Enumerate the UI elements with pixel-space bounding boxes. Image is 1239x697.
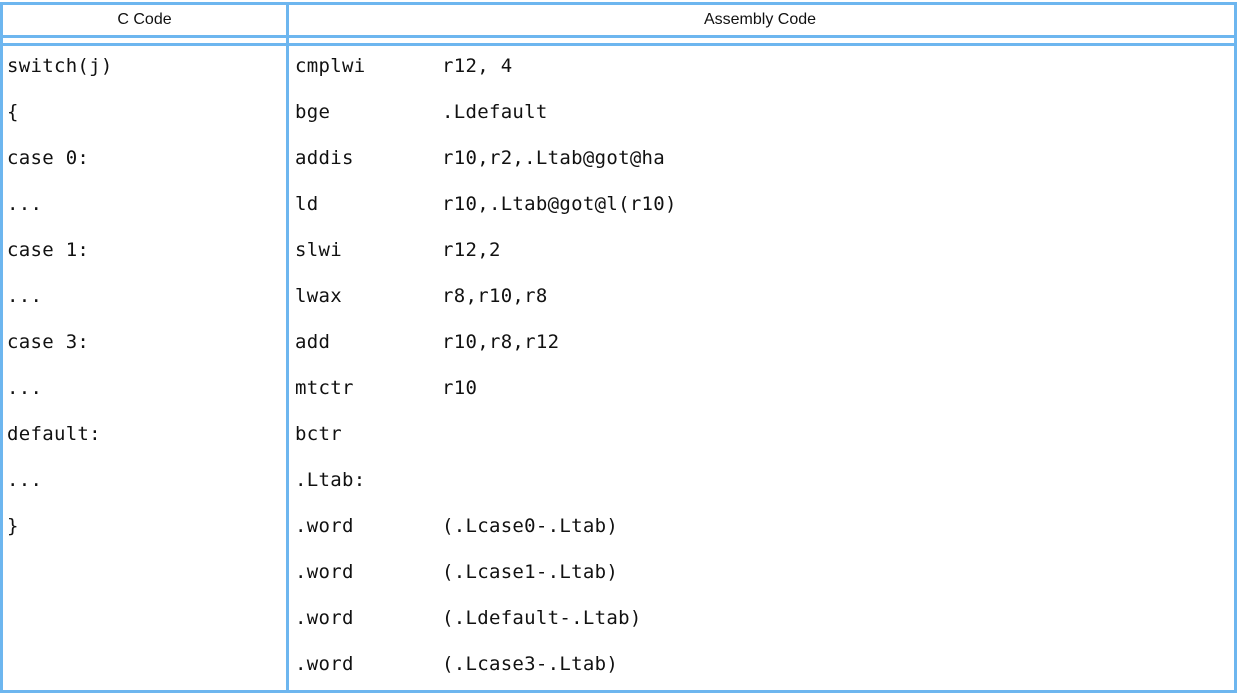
assembly-mnemonic: mtctr bbox=[295, 377, 354, 399]
table-row: .word (.Lcase3-.Ltab) bbox=[3, 644, 1234, 690]
c-code-cell: default: bbox=[7, 423, 101, 445]
assembly-mnemonic: addis bbox=[295, 147, 354, 169]
c-code-cell: ... bbox=[7, 285, 43, 307]
assembly-operands: r12,2 bbox=[442, 239, 501, 261]
table-row: case 1: slwi r12,2 bbox=[3, 230, 1234, 276]
assembly-operands: r8,r10,r8 bbox=[442, 285, 548, 307]
header-c-code: C Code bbox=[117, 11, 172, 28]
header-assembly-code: Assembly Code bbox=[703, 11, 817, 28]
c-code-cell: case 3: bbox=[7, 331, 90, 353]
table-header-row: C Code Assembly Code bbox=[3, 5, 1234, 35]
c-code-cell: ... bbox=[7, 193, 43, 215]
header-separator-line-top bbox=[3, 35, 1234, 38]
assembly-cell: lwax r8,r10,r8 bbox=[286, 285, 1234, 307]
table-row: ... .Ltab: bbox=[3, 460, 1234, 506]
column-divider bbox=[286, 5, 289, 690]
assembly-cell: .word (.Lcase0-.Ltab) bbox=[286, 515, 1234, 537]
assembly-cell: add r10,r8,r12 bbox=[286, 331, 1234, 353]
header-separator-gap bbox=[3, 38, 1234, 43]
assembly-operands: (.Lcase0-.Ltab) bbox=[442, 515, 619, 537]
assembly-cell: mtctr r10 bbox=[286, 377, 1234, 399]
assembly-cell: addis r10,r2,.Ltab@got@ha bbox=[286, 147, 1234, 169]
c-code-cell: } bbox=[7, 515, 19, 537]
table-row: default: bctr bbox=[3, 414, 1234, 460]
c-code-cell: case 1: bbox=[7, 239, 90, 261]
assembly-operands: .Ldefault bbox=[442, 101, 548, 123]
assembly-operands bbox=[442, 469, 1234, 491]
assembly-mnemonic: .Ltab: bbox=[295, 469, 366, 491]
assembly-operands: (.Ldefault-.Ltab) bbox=[442, 607, 642, 629]
assembly-cell: cmplwi r12, 4 bbox=[286, 55, 1234, 77]
table-row: .word (.Lcase1-.Ltab) bbox=[3, 552, 1234, 598]
assembly-cell: .word (.Lcase3-.Ltab) bbox=[286, 653, 1234, 675]
assembly-cell: ld r10,.Ltab@got@l(r10) bbox=[286, 193, 1234, 215]
assembly-operands: r10 bbox=[442, 377, 478, 399]
assembly-mnemonic: slwi bbox=[295, 239, 342, 261]
assembly-mnemonic: cmplwi bbox=[295, 55, 366, 77]
table-row: switch(j) cmplwi r12, 4 bbox=[3, 46, 1234, 92]
assembly-mnemonic: add bbox=[295, 331, 331, 353]
assembly-mnemonic: bctr bbox=[295, 423, 342, 445]
assembly-mnemonic: lwax bbox=[295, 285, 342, 307]
assembly-operands: r12, 4 bbox=[442, 55, 513, 77]
table-row: case 3: add r10,r8,r12 bbox=[3, 322, 1234, 368]
assembly-operands: r10,r8,r12 bbox=[442, 331, 560, 353]
assembly-operands: r10,r2,.Ltab@got@ha bbox=[442, 147, 666, 169]
assembly-cell: .Ltab: bbox=[286, 469, 1234, 491]
assembly-mnemonic: bge bbox=[295, 101, 331, 123]
table-row: ... mtctr r10 bbox=[3, 368, 1234, 414]
assembly-cell: .word (.Lcase1-.Ltab) bbox=[286, 561, 1234, 583]
assembly-cell: bctr bbox=[286, 423, 1234, 445]
c-code-cell: ... bbox=[7, 377, 43, 399]
c-code-cell: ... bbox=[7, 469, 43, 491]
assembly-cell: .word (.Ldefault-.Ltab) bbox=[286, 607, 1234, 629]
c-code-cell: case 0: bbox=[7, 147, 90, 169]
assembly-operands: (.Lcase3-.Ltab) bbox=[442, 653, 619, 675]
table-row: { bge .Ldefault bbox=[3, 92, 1234, 138]
header-separator-line-bottom bbox=[3, 43, 1234, 46]
table-body: switch(j) cmplwi r12, 4 { bge .Ldefault … bbox=[3, 46, 1234, 690]
assembly-operands: r10,.Ltab@got@l(r10) bbox=[442, 193, 677, 215]
assembly-mnemonic: ld bbox=[295, 193, 319, 215]
c-code-cell: { bbox=[7, 101, 19, 123]
assembly-mnemonic: .word bbox=[295, 515, 354, 537]
assembly-mnemonic: .word bbox=[295, 653, 354, 675]
assembly-mnemonic: .word bbox=[295, 561, 354, 583]
assembly-cell: bge .Ldefault bbox=[286, 101, 1234, 123]
table-row: } .word (.Lcase0-.Ltab) bbox=[3, 506, 1234, 552]
table-row: ... ld r10,.Ltab@got@l(r10) bbox=[3, 184, 1234, 230]
assembly-operands bbox=[442, 423, 1234, 445]
assembly-mnemonic: .word bbox=[295, 607, 354, 629]
table-row: .word (.Ldefault-.Ltab) bbox=[3, 598, 1234, 644]
c-code-cell: switch(j) bbox=[7, 55, 113, 77]
table-row: case 0: addis r10,r2,.Ltab@got@ha bbox=[3, 138, 1234, 184]
assembly-operands: (.Lcase1-.Ltab) bbox=[442, 561, 619, 583]
table-row: ... lwax r8,r10,r8 bbox=[3, 276, 1234, 322]
assembly-cell: slwi r12,2 bbox=[286, 239, 1234, 261]
